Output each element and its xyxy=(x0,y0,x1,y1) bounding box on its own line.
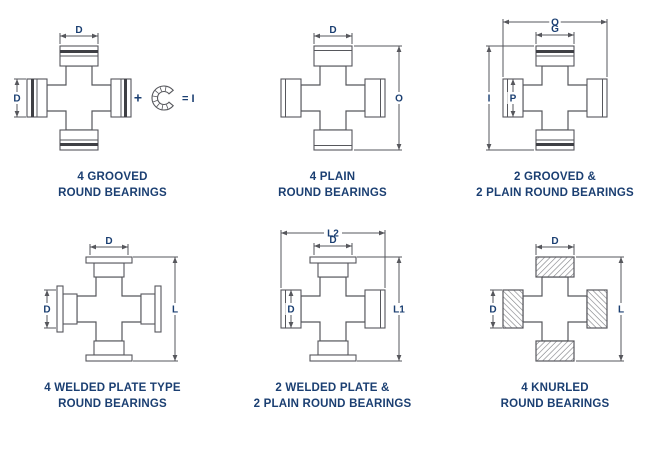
caption-line-1: 2 WELDED PLATE & xyxy=(275,382,390,395)
dimension-label: D xyxy=(13,94,20,105)
diagram-2-grooved-2-plain-round-bearings: OG I P xyxy=(483,16,608,151)
bearing-cap-plain xyxy=(279,78,302,118)
cross-body xyxy=(522,276,588,342)
caption-line-2: ROUND BEARINGS xyxy=(58,397,167,410)
bearing-cap-knurled xyxy=(535,340,575,362)
bearing-cap-grooved xyxy=(58,129,99,151)
bearing-cap-welded xyxy=(308,256,357,278)
diagram-4-knurled-round-bearings: D D L xyxy=(487,236,627,362)
dimension-label: L xyxy=(171,305,177,316)
dimension-label: O xyxy=(395,94,403,105)
dimension-label: P xyxy=(510,94,517,105)
dimension-label: D xyxy=(551,236,558,247)
dimension-label: D xyxy=(329,235,336,246)
bearing-cap-plain xyxy=(312,129,353,151)
caption-line-2: 2 PLAIN ROUND BEARINGS xyxy=(253,397,412,410)
bearing-cap-welded xyxy=(55,285,78,333)
bearing-cap-plain xyxy=(312,45,353,67)
cross-body xyxy=(299,65,366,131)
figure-caption: 4 GROOVED ROUND BEARINGS xyxy=(58,170,167,201)
bearing-cap-knurled xyxy=(586,289,608,329)
figure-caption: 4 WELDED PLATE TYPE ROUND BEARINGS xyxy=(44,381,181,412)
caption-line-2: ROUND BEARINGS xyxy=(500,397,610,410)
dimension-label: D xyxy=(43,305,50,316)
cross-body xyxy=(75,276,142,342)
bearing-cap-knurled xyxy=(535,256,575,278)
bearing-cap-grooved xyxy=(58,45,99,67)
plus-sign: + xyxy=(133,90,141,106)
bearing-cap-knurled xyxy=(502,289,524,329)
bearing-cap-plain xyxy=(363,289,386,329)
dimension-label: D xyxy=(329,25,336,36)
dimension-label: L xyxy=(618,305,624,316)
figure-caption: 4 PLAIN ROUND BEARINGS xyxy=(278,170,387,201)
bearing-cap-welded xyxy=(84,340,133,362)
figure-4-grooved-round-bearings: D D + = I 4 GROOVED ROUND BEARINGS xyxy=(0,14,225,201)
figure-caption: 2 WELDED PLATE & 2 PLAIN ROUND BEARINGS xyxy=(254,381,412,412)
bearing-cap-grooved xyxy=(535,45,575,67)
caption-line-1: 4 GROOVED xyxy=(77,171,148,183)
caption-line-1: 4 WELDED PLATE TYPE xyxy=(44,382,181,395)
figure-4-welded-plate-round-bearings: D D L 4 WELDED PLATE TYPE ROUND BEARINGS xyxy=(0,225,225,412)
bearing-cap-grooved xyxy=(25,78,48,118)
dimension-label: D xyxy=(105,236,112,247)
bearing-cap-plain xyxy=(586,78,608,118)
diagram-4-grooved-round-bearings: D D + = I xyxy=(10,25,195,151)
dimension-label: D xyxy=(489,305,496,316)
caption-line-2: ROUND BEARINGS xyxy=(278,186,387,199)
cross-body xyxy=(299,276,366,342)
bearing-cap-welded xyxy=(84,256,133,278)
diagram-4-plain-round-bearings: DO xyxy=(279,25,405,151)
caption-line-1: 4 PLAIN xyxy=(309,171,356,183)
dimension-label: D xyxy=(75,25,82,36)
equals-i-label: = I xyxy=(182,93,195,105)
bearing-cap-grooved xyxy=(109,78,132,118)
caption-line-1: 4 KNURLED xyxy=(521,382,589,395)
figure-caption: 2 GROOVED & 2 PLAIN ROUND BEARINGS xyxy=(476,170,634,201)
bearing-cap-grooved xyxy=(535,129,575,151)
caption-line-1: 2 GROOVED & xyxy=(513,171,597,183)
dimension-label: I xyxy=(488,94,491,105)
bearing-cap-welded xyxy=(139,285,162,333)
bearing-cap-plain xyxy=(363,78,386,118)
caption-line-2: ROUND BEARINGS xyxy=(58,186,167,199)
figure-caption: 4 KNURLED ROUND BEARINGS xyxy=(501,381,610,412)
dimension-label: O xyxy=(551,18,559,29)
figure-4-knurled-round-bearings: D D L 4 KNURLED ROUND BEARINGS xyxy=(440,225,670,412)
cross-body xyxy=(45,65,112,131)
cross-body xyxy=(522,65,588,131)
dimension-label: L1 xyxy=(393,305,405,316)
caption-line-2: 2 PLAIN ROUND BEARINGS xyxy=(476,186,634,199)
dimension-label: D xyxy=(287,305,294,316)
dimension-label: L2 xyxy=(327,229,339,240)
dimension-label: G xyxy=(551,24,559,35)
diagram-4-welded-plate-round-bearings: D D L xyxy=(40,236,181,362)
bearing-cap-welded xyxy=(308,340,357,362)
